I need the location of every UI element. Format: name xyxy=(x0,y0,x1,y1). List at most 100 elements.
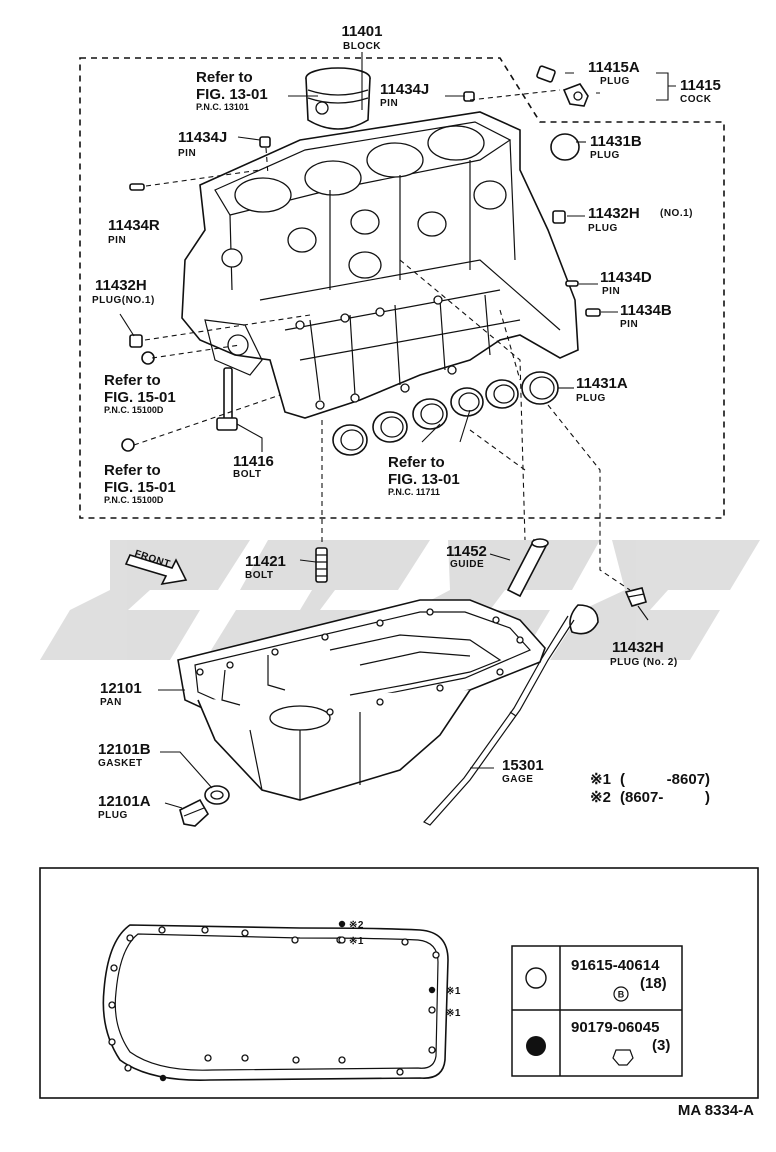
plug-h-right-name: PLUG xyxy=(588,223,618,234)
ref-piston-line2: FIG. 13-01 xyxy=(196,86,268,103)
legend-qty-1: (18) xyxy=(640,975,667,992)
pin-r-name: PIN xyxy=(108,235,126,246)
bolt-11416-name: BOLT xyxy=(233,469,261,480)
pin-b-number: 11434B xyxy=(620,302,672,319)
plug-11432h-no2 xyxy=(624,587,647,607)
plug-11415a-name: PLUG xyxy=(600,76,630,87)
ref-fig15-a-pnc: P.N.C. 15100D xyxy=(104,405,164,415)
leader-lines xyxy=(119,52,676,809)
callout-gage: 15301 GAGE xyxy=(502,757,544,785)
applicability-mark-2: ※2 xyxy=(590,789,611,806)
bolt-11421-name: BOLT xyxy=(245,570,273,581)
gasket-mark-1b: ※1 xyxy=(446,986,461,997)
legend-part-2: 90179-06045 xyxy=(571,1019,659,1036)
callout-pin-r: 11434R PIN xyxy=(108,217,160,246)
plug-11432h-right xyxy=(552,210,566,224)
ref-piston-pnc: P.N.C. 13101 xyxy=(196,102,249,112)
callout-bolt-11416: 11416 BOLT xyxy=(233,453,274,480)
gasket-mark-2: ※2 xyxy=(349,920,364,931)
pin-d-name: PIN xyxy=(602,286,620,297)
pin-11434d xyxy=(565,280,579,287)
plug-h-left-name: PLUG(NO.1) xyxy=(92,295,155,306)
bolt-11416-number: 11416 xyxy=(233,453,274,470)
pin-11434b xyxy=(585,308,601,317)
pin-11434r xyxy=(129,183,145,191)
bolt-head-icon xyxy=(613,986,629,1002)
legend-table: 91615-40614 (18) B 90179-06045 (3) xyxy=(511,945,683,1077)
legend-qty-2: (3) xyxy=(652,1037,670,1054)
gasket-mark-1c: ※1 xyxy=(446,1008,461,1019)
gasket-detail-box xyxy=(39,867,759,1099)
pan-name: PAN xyxy=(100,697,122,708)
pin-11434j-left xyxy=(259,136,271,148)
bolt-11416 xyxy=(216,367,238,431)
block-number: 11401 xyxy=(342,23,383,40)
figure-id: MA 8334-A xyxy=(678,1102,754,1119)
bolt-11421 xyxy=(315,547,328,583)
dashed-assembly-lines xyxy=(133,89,631,591)
plug-12101a xyxy=(179,798,210,827)
cock-11415 xyxy=(562,83,589,107)
callout-plug-h-right: 11432H (NO.1) PLUG xyxy=(588,205,693,234)
callout-plug-h-left: 11432H PLUG(NO.1) xyxy=(92,277,155,306)
guide-11452 xyxy=(506,538,549,598)
callout-plug-11415a: 11415A PLUG xyxy=(588,59,640,87)
block-assembly-boundary xyxy=(79,57,725,519)
callout-plug-pan: 12101A PLUG xyxy=(98,793,151,821)
plug-11431a-name: PLUG xyxy=(576,393,606,404)
pin-j-right-number: 11434J xyxy=(380,81,429,98)
front-arrow xyxy=(124,554,188,586)
gage-15301 xyxy=(423,604,599,826)
pan-number: 12101 xyxy=(100,680,142,697)
ref-fig15-a-line2: FIG. 15-01 xyxy=(104,389,176,406)
callout-pin-j-right: 11434J PIN xyxy=(380,81,429,109)
gage-number: 15301 xyxy=(502,757,544,774)
plug-h-left-number: 11432H xyxy=(95,277,147,294)
applicability-range-1: ( -8607) xyxy=(620,771,710,788)
ref-fig15-b: Refer to FIG. 15-01 P.N.C. 15100D xyxy=(104,462,176,505)
gasket-marks: ※2 ※1 ※1 ※1 xyxy=(349,920,461,1019)
callout-guide: 11452 GUIDE xyxy=(446,543,487,570)
plug-fig15-b xyxy=(121,438,135,452)
plug-11431b-number: 11431B xyxy=(590,133,642,150)
ref-piston: Refer to FIG. 13-01 P.N.C. 13101 xyxy=(196,69,268,112)
bearing-set xyxy=(332,379,519,456)
cylinder-block xyxy=(181,111,579,419)
plug-pan-name: PLUG xyxy=(98,810,128,821)
open-circle-icon xyxy=(525,967,547,989)
plug-11415a xyxy=(536,65,556,83)
guide-number: 11452 xyxy=(446,543,487,560)
plug-11431a-number: 11431A xyxy=(576,375,628,392)
ref-bearing-pnc: P.N.C. 11711 xyxy=(388,487,440,497)
gasket-mark-1a: ※1 xyxy=(349,936,364,947)
callout-plug-h-no2: 11432H PLUG (No. 2) xyxy=(610,639,678,668)
plug-pan-number: 12101A xyxy=(98,793,151,810)
pin-j-left-number: 11434J xyxy=(178,129,227,146)
plug-11431a xyxy=(521,371,559,405)
callout-block: 11401 BLOCK xyxy=(342,23,383,52)
plug-h-no2-number: 11432H xyxy=(612,639,664,656)
gasket-number: 12101B xyxy=(98,741,151,758)
plug-h-right-number: 11432H xyxy=(588,205,640,222)
ref-bearing: Refer to FIG. 13-01 P.N.C. 11711 xyxy=(388,454,460,497)
ref-fig15-b-pnc: P.N.C. 15100D xyxy=(104,495,164,505)
applicability-range-2: (8607- ) xyxy=(620,789,710,806)
callout-pin-b: 11434B PIN xyxy=(620,302,672,330)
callout-gasket: 12101B GASKET xyxy=(98,741,151,769)
cock-number: 11415 xyxy=(680,77,721,94)
pin-b-name: PIN xyxy=(620,319,638,330)
pin-d-number: 11434D xyxy=(600,269,652,286)
callout-bolt-11421: 11421 BOLT xyxy=(245,553,286,581)
ref-bearing-line2: FIG. 13-01 xyxy=(388,471,460,488)
applicability-notes: ※1 ( -8607) ※2 (8607- ) xyxy=(590,771,710,806)
cock-name: COCK xyxy=(680,94,712,105)
plug-h-no2-name: PLUG (No. 2) xyxy=(610,657,678,668)
gasket-outline xyxy=(102,924,449,1081)
legend-part-1: 91615-40614 xyxy=(571,957,660,974)
plug-h-right-note: (NO.1) xyxy=(660,208,693,219)
ref-fig15-b-line1: Refer to xyxy=(104,462,161,479)
plug-11431b xyxy=(550,133,580,161)
plug-11431b-name: PLUG xyxy=(590,150,620,161)
callout-pan: 12101 PAN xyxy=(100,680,142,708)
